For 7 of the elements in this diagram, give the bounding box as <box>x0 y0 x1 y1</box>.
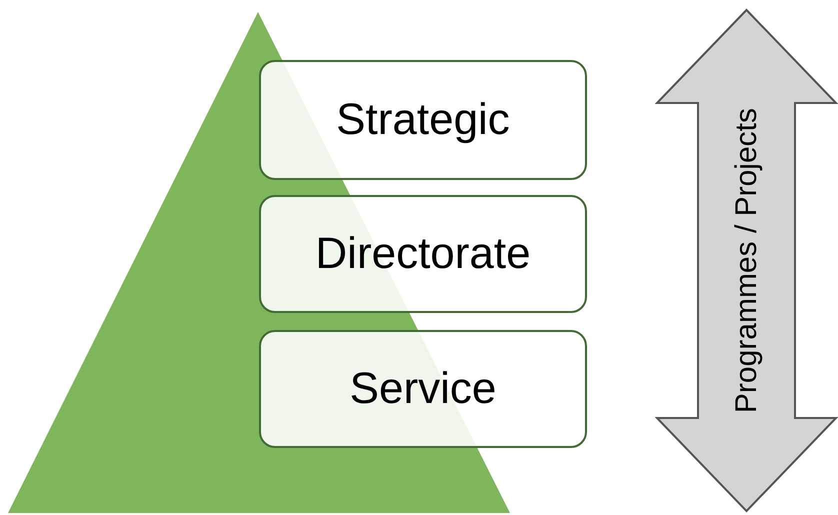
level-box <box>259 330 587 448</box>
level-label: Strategic <box>336 98 510 142</box>
level-box <box>259 195 587 313</box>
level-label: Directorate <box>315 232 531 276</box>
level-label: Service <box>350 367 496 411</box>
arrow-label: Programmes / Projects <box>732 108 762 414</box>
level-box <box>259 60 587 180</box>
